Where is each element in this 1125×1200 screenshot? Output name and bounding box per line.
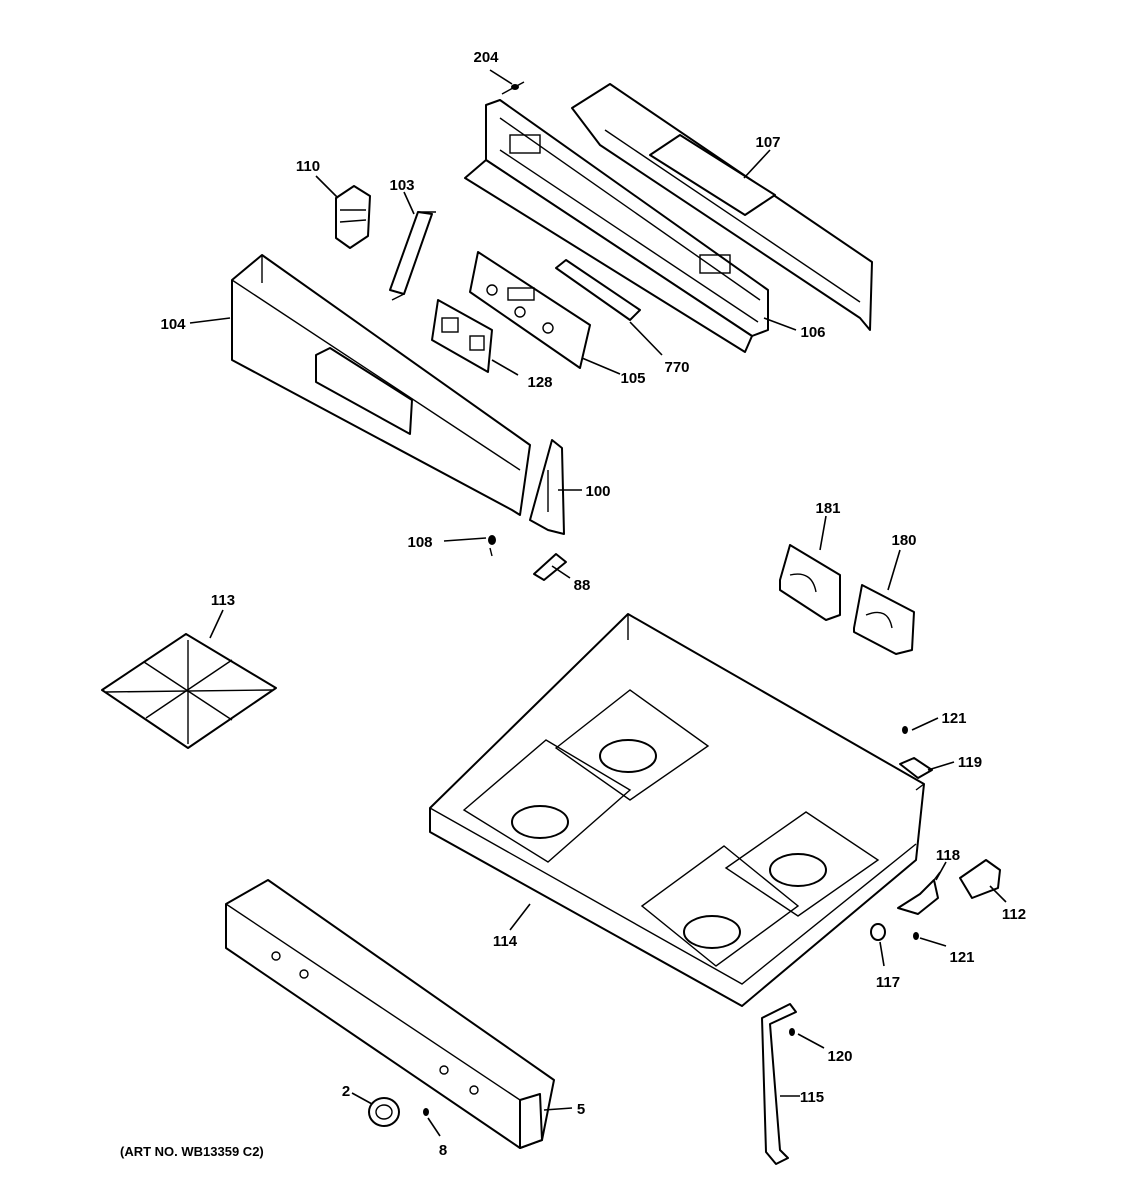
callout-2: 2 xyxy=(342,1083,350,1100)
part-100-end-cap xyxy=(529,439,565,535)
part-5-manifold-panel xyxy=(225,879,555,1149)
part-180-bracket xyxy=(853,584,915,655)
part-204-screw xyxy=(501,81,525,95)
part-107-rear-cover xyxy=(571,83,873,331)
part-88-clip xyxy=(533,553,567,581)
callout-8: 8 xyxy=(439,1142,447,1159)
leader-lines xyxy=(189,69,1007,1137)
callout-107: 107 xyxy=(755,134,780,151)
callout-112: 112 xyxy=(1002,906,1026,923)
part-113-burner-grate xyxy=(101,633,277,749)
callout-180: 180 xyxy=(891,532,916,549)
part-114-cooktop xyxy=(429,613,925,1007)
art-number: (ART NO. WB13359 C2) xyxy=(120,1144,264,1159)
part-181-bracket xyxy=(779,544,841,621)
part-120-screw xyxy=(789,1028,795,1036)
callout-770: 770 xyxy=(664,359,689,376)
part-115-rod xyxy=(761,1003,797,1165)
callout-108: 108 xyxy=(407,534,432,551)
part-106-backsplash-panel xyxy=(464,99,769,353)
part-2-knob xyxy=(368,1097,400,1127)
part-105-control-board xyxy=(469,251,591,369)
callout-128: 128 xyxy=(527,374,552,391)
callout-121-lower: 121 xyxy=(949,949,974,966)
callout-100: 100 xyxy=(585,483,610,500)
part-118-bracket xyxy=(897,871,941,915)
part-121-lower-screw xyxy=(913,932,919,940)
part-128-overlay xyxy=(431,299,493,373)
callout-121-upper: 121 xyxy=(941,710,966,727)
part-770-strip xyxy=(555,259,641,321)
part-104-control-panel xyxy=(231,254,531,516)
callout-110: 110 xyxy=(296,158,320,175)
callout-115: 115 xyxy=(800,1089,824,1106)
callout-5: 5 xyxy=(577,1101,585,1118)
callout-105: 105 xyxy=(620,370,645,387)
callout-119: 119 xyxy=(958,754,982,771)
callout-113: 113 xyxy=(211,592,235,609)
callout-88: 88 xyxy=(574,577,591,594)
callout-103: 103 xyxy=(389,177,414,194)
callout-118: 118 xyxy=(936,847,960,864)
part-117-nut xyxy=(870,923,886,941)
part-103-bracket xyxy=(389,211,436,301)
callout-117: 117 xyxy=(876,974,900,991)
callout-114: 114 xyxy=(493,933,518,950)
callout-204: 204 xyxy=(473,49,499,66)
part-121-upper-screw xyxy=(902,726,908,734)
part-119-bracket xyxy=(899,757,933,779)
callout-181: 181 xyxy=(815,500,840,517)
callout-106: 106 xyxy=(800,324,825,341)
part-8-screw xyxy=(423,1108,429,1116)
part-112-clip xyxy=(959,859,1001,899)
callout-120: 120 xyxy=(827,1048,852,1065)
part-110-module xyxy=(335,185,371,249)
part-108-screw xyxy=(488,535,496,557)
callout-104: 104 xyxy=(160,316,186,333)
